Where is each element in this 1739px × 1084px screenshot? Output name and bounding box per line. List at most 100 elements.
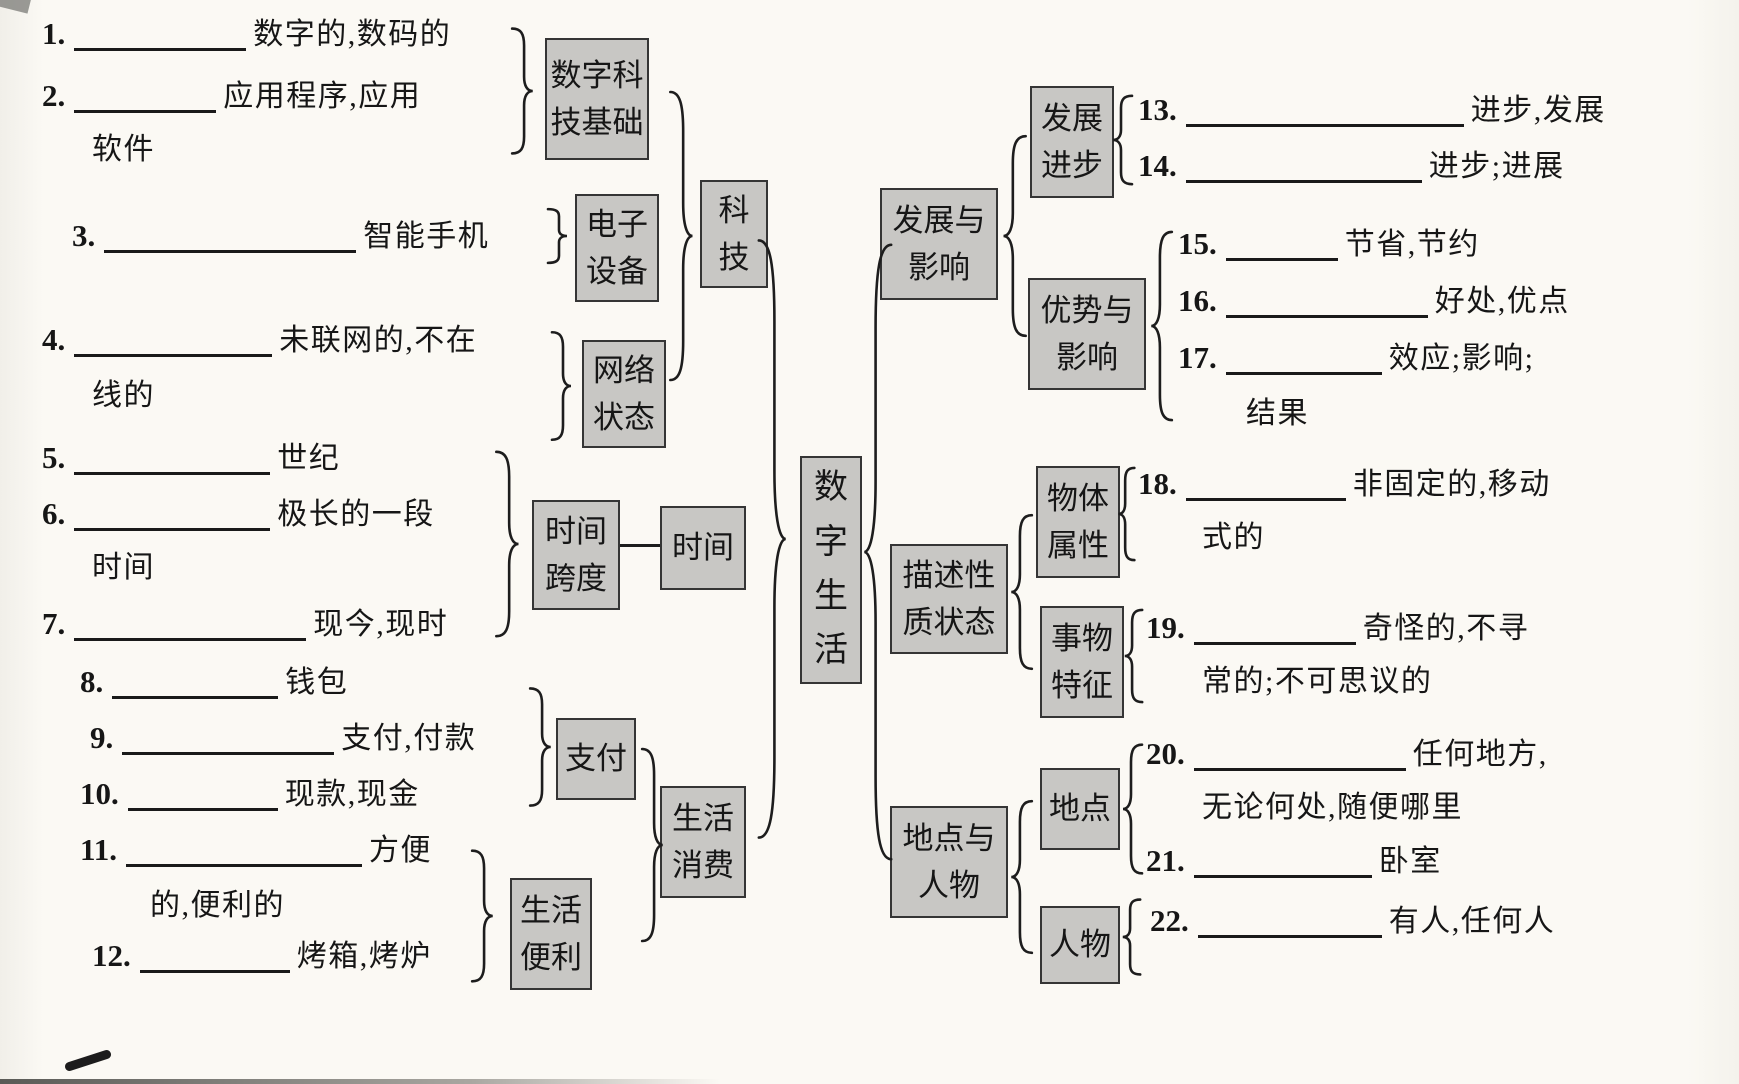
item-10: 10.现款,现金 [80,776,420,813]
item-16: 16.好处,优点 [1178,283,1570,320]
item-11-blank [126,844,363,867]
item-12-number: 12. [92,938,131,973]
item-12-gloss: 烤箱,烤炉 [296,940,432,973]
item-22-blank [1197,915,1382,938]
node-descriptive-state-label: 描述性质状态 [902,557,996,640]
item-8-gloss: 钱包 [285,666,349,699]
item-3: 3. 智能手机 [72,218,489,255]
item-12: 12. 烤箱,烤炉 [92,938,432,975]
node-network-status-label: 网络状态 [593,352,655,435]
item-10-blank [127,788,278,811]
item-20-gloss-line2: 无论何处,随便哪里 [1202,791,1463,824]
item-8-number: 8. [80,664,104,699]
item-18-blank [1185,478,1346,501]
item-17-gloss-line2: 结果 [1246,397,1309,430]
node-place: 地点 [1040,768,1120,850]
item-21-gloss: 卧室 [1378,845,1442,878]
item-4-gloss: 未联网的,不在 [279,324,478,357]
item-19: 19.奇怪的,不寻 [1146,610,1529,647]
item-15-blank [1225,238,1338,261]
node-descriptive-state: 描述性质状态 [890,544,1008,654]
node-root-digital-life: 数字生活 [800,456,862,684]
node-development-influence-label: 发展与影响 [892,202,986,285]
item-18-number: 18. [1138,466,1177,501]
node-time: 时间 [660,506,746,590]
brace-network-status [550,330,574,442]
item-6-gloss-line2: 时间 [92,551,155,584]
item-22-gloss: 有人,任何人 [1388,905,1556,938]
item-6-gloss: 极长的一段 [277,498,435,531]
item-5-gloss: 世纪 [277,442,341,475]
item-12-blank [139,950,290,973]
item-18-gloss: 非固定的,移动 [1352,468,1551,501]
brace-time-span [494,448,522,640]
node-life-consumption-label: 生活消费 [672,800,734,883]
node-electronic-devices: 电子设备 [575,194,659,302]
item-1-number: 1. [42,16,66,51]
node-time-label: 时间 [672,530,734,566]
item-18-gloss-line2: 式的 [1202,521,1265,554]
item-20-number: 20. [1146,736,1185,771]
brace-development-progress [1110,94,1134,186]
item-6: 6. 极长的一段 [42,496,435,533]
node-time-span: 时间跨度 [532,500,620,610]
brace-root-right [860,232,894,872]
brace-place-people [1008,798,1034,956]
item-17-number: 17. [1178,340,1217,375]
item-3-gloss: 智能手机 [363,220,490,253]
node-people: 人物 [1040,906,1120,984]
item-7: 7.现今,现时 [42,606,448,643]
item-6-number: 6. [42,496,66,531]
brace-life-convenience [470,848,496,984]
item-17: 17.效应;影响; [1178,340,1534,377]
brace-place [1120,742,1144,876]
node-tech: 科技 [700,180,768,288]
item-20: 20. 任何地方, [1146,736,1548,773]
item-16-number: 16. [1178,283,1217,318]
item-4-blank [74,334,273,357]
node-advantage-influence: 优势与影响 [1028,278,1146,390]
item-10-gloss: 现款,现金 [284,778,420,811]
item-13-gloss: 进步,发展 [1470,94,1606,127]
node-tech-label: 科技 [718,192,750,275]
item-17-blank [1225,352,1382,375]
item-19-blank [1193,622,1356,645]
connector-timespan-time [620,544,660,547]
item-3-number: 3. [72,218,96,253]
item-9-number: 9. [90,720,114,755]
item-21-blank [1193,855,1372,878]
item-20-gloss: 任何地方, [1412,738,1548,771]
brace-life-consumption [640,745,666,945]
item-13-blank [1185,104,1464,127]
item-2-gloss: 应用程序,应用 [223,80,422,113]
item-21: 21.卧室 [1146,843,1442,880]
item-2-number: 2. [42,78,66,113]
item-11-gloss-line2: 的,便利的 [150,889,285,922]
item-14-number: 14. [1138,148,1177,183]
brace-people [1120,898,1142,976]
item-9-blank [122,732,335,755]
item-11-number: 11. [80,832,118,867]
node-payment-label: 支付 [565,741,627,777]
brace-digital-tech-basics [510,26,536,156]
scan-edge-bottom [0,1079,720,1084]
item-13-number: 13. [1138,92,1177,127]
node-life-convenience-label: 生活便利 [520,892,582,975]
scan-mark-bottom-left [63,1048,113,1073]
item-19-number: 19. [1146,610,1185,645]
item-19-gloss-line2: 常的;不可思议的 [1202,665,1433,698]
brace-object-attribute [1116,466,1136,562]
item-8-blank [112,676,279,699]
node-place-people-label: 地点与人物 [902,820,996,903]
node-life-convenience: 生活便利 [510,878,592,990]
node-development-progress-label: 发展进步 [1041,100,1103,183]
node-place-label: 地点 [1049,791,1111,827]
item-3-blank [104,230,357,253]
node-object-attribute-label: 物体属性 [1047,480,1109,563]
node-root-digital-life-label: 数字生活 [814,469,848,670]
item-13: 13. 进步,发展 [1138,92,1606,129]
item-5-number: 5. [42,440,66,475]
item-11: 11.方便 [80,832,432,869]
item-18: 18. 非固定的,移动 [1138,466,1551,503]
